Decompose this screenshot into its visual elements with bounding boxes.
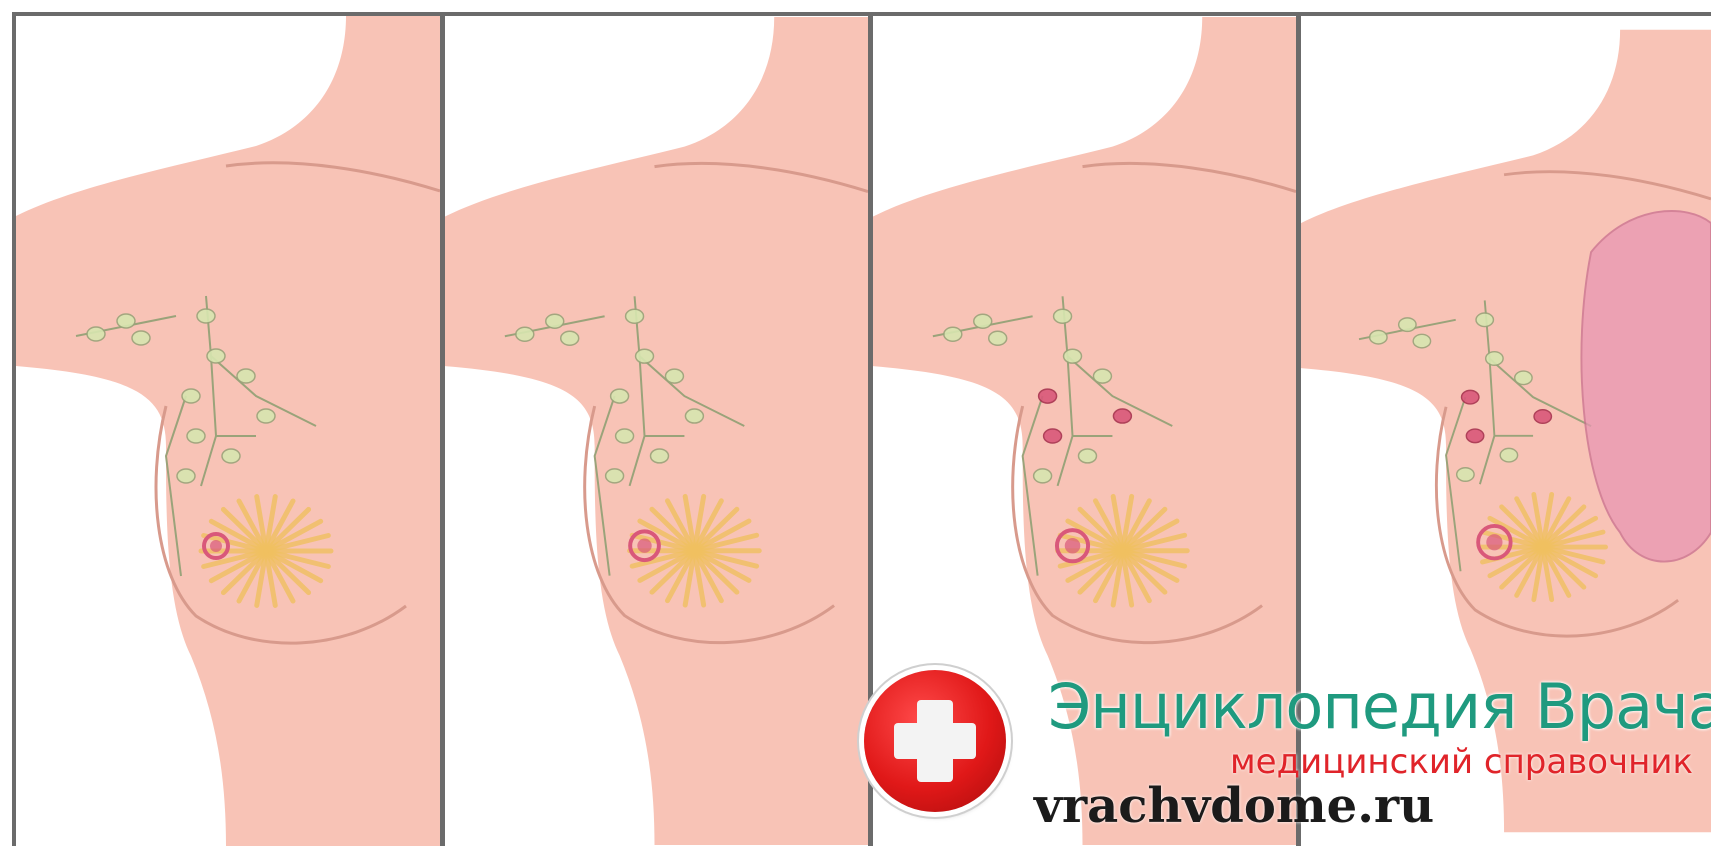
tumor-core [210, 540, 222, 552]
lymph-node [636, 349, 654, 363]
lymph-node [606, 469, 624, 483]
lymph-node [1457, 468, 1474, 482]
lymph-node [665, 369, 683, 383]
lymph-node [685, 409, 703, 423]
lymph-node [1370, 330, 1387, 344]
lymph-node [132, 331, 150, 345]
watermark-subtitle: медицинский справочник [1230, 744, 1693, 780]
torso-shape [445, 17, 868, 845]
lymph-node [1399, 318, 1416, 332]
lymph-node [1486, 352, 1503, 366]
lymph-node [1515, 371, 1532, 385]
watermark-title: Энциклопедия Врача [1048, 674, 1711, 740]
torso-illustration [445, 16, 868, 846]
lymph-node [222, 449, 240, 463]
lymph-node [182, 389, 200, 403]
lymph-node [177, 469, 195, 483]
watermark-site: vrachvdome.ru [1034, 780, 1434, 832]
stage-panel-2 [445, 16, 868, 846]
lymph-node [1462, 390, 1479, 404]
lymph-node [546, 314, 564, 328]
lymph-node [1034, 469, 1052, 483]
lymph-node [1064, 349, 1082, 363]
lymph-node [1079, 449, 1097, 463]
lymph-node [616, 429, 634, 443]
lymph-node [1093, 369, 1111, 383]
stage-panel-1 [16, 16, 440, 846]
lymph-node [651, 449, 669, 463]
lymph-node [944, 327, 962, 341]
lymph-node [626, 309, 644, 323]
medical-cross-icon [864, 670, 1006, 812]
lymph-node [1044, 429, 1062, 443]
lymph-node [257, 409, 275, 423]
lymph-node [989, 331, 1007, 345]
lymph-node [516, 327, 534, 341]
lymph-node [561, 331, 579, 345]
lymph-node [197, 309, 215, 323]
lymph-node [237, 369, 255, 383]
lymph-node [87, 327, 105, 341]
lymph-node [117, 314, 135, 328]
lymph-node [1039, 389, 1057, 403]
lymph-node [1466, 429, 1483, 443]
watermark-logo: Энциклопедия Врача медицинский справочни… [858, 670, 1711, 846]
lymph-node [1054, 309, 1072, 323]
tumor-core [1065, 538, 1081, 554]
torso-illustration [16, 16, 440, 846]
tumor-core [637, 539, 651, 553]
lymph-node [1500, 448, 1517, 462]
lymph-node [1534, 410, 1551, 424]
lymph-node [187, 429, 205, 443]
panel-divider-1 [440, 12, 445, 846]
tumor-core [1486, 534, 1502, 550]
lymph-node [611, 389, 629, 403]
lymph-node [1476, 313, 1493, 327]
lymph-node [207, 349, 225, 363]
lymph-node [974, 314, 992, 328]
lymph-node [1113, 409, 1131, 423]
lymph-node [1413, 334, 1430, 348]
torso-shape [16, 16, 440, 846]
